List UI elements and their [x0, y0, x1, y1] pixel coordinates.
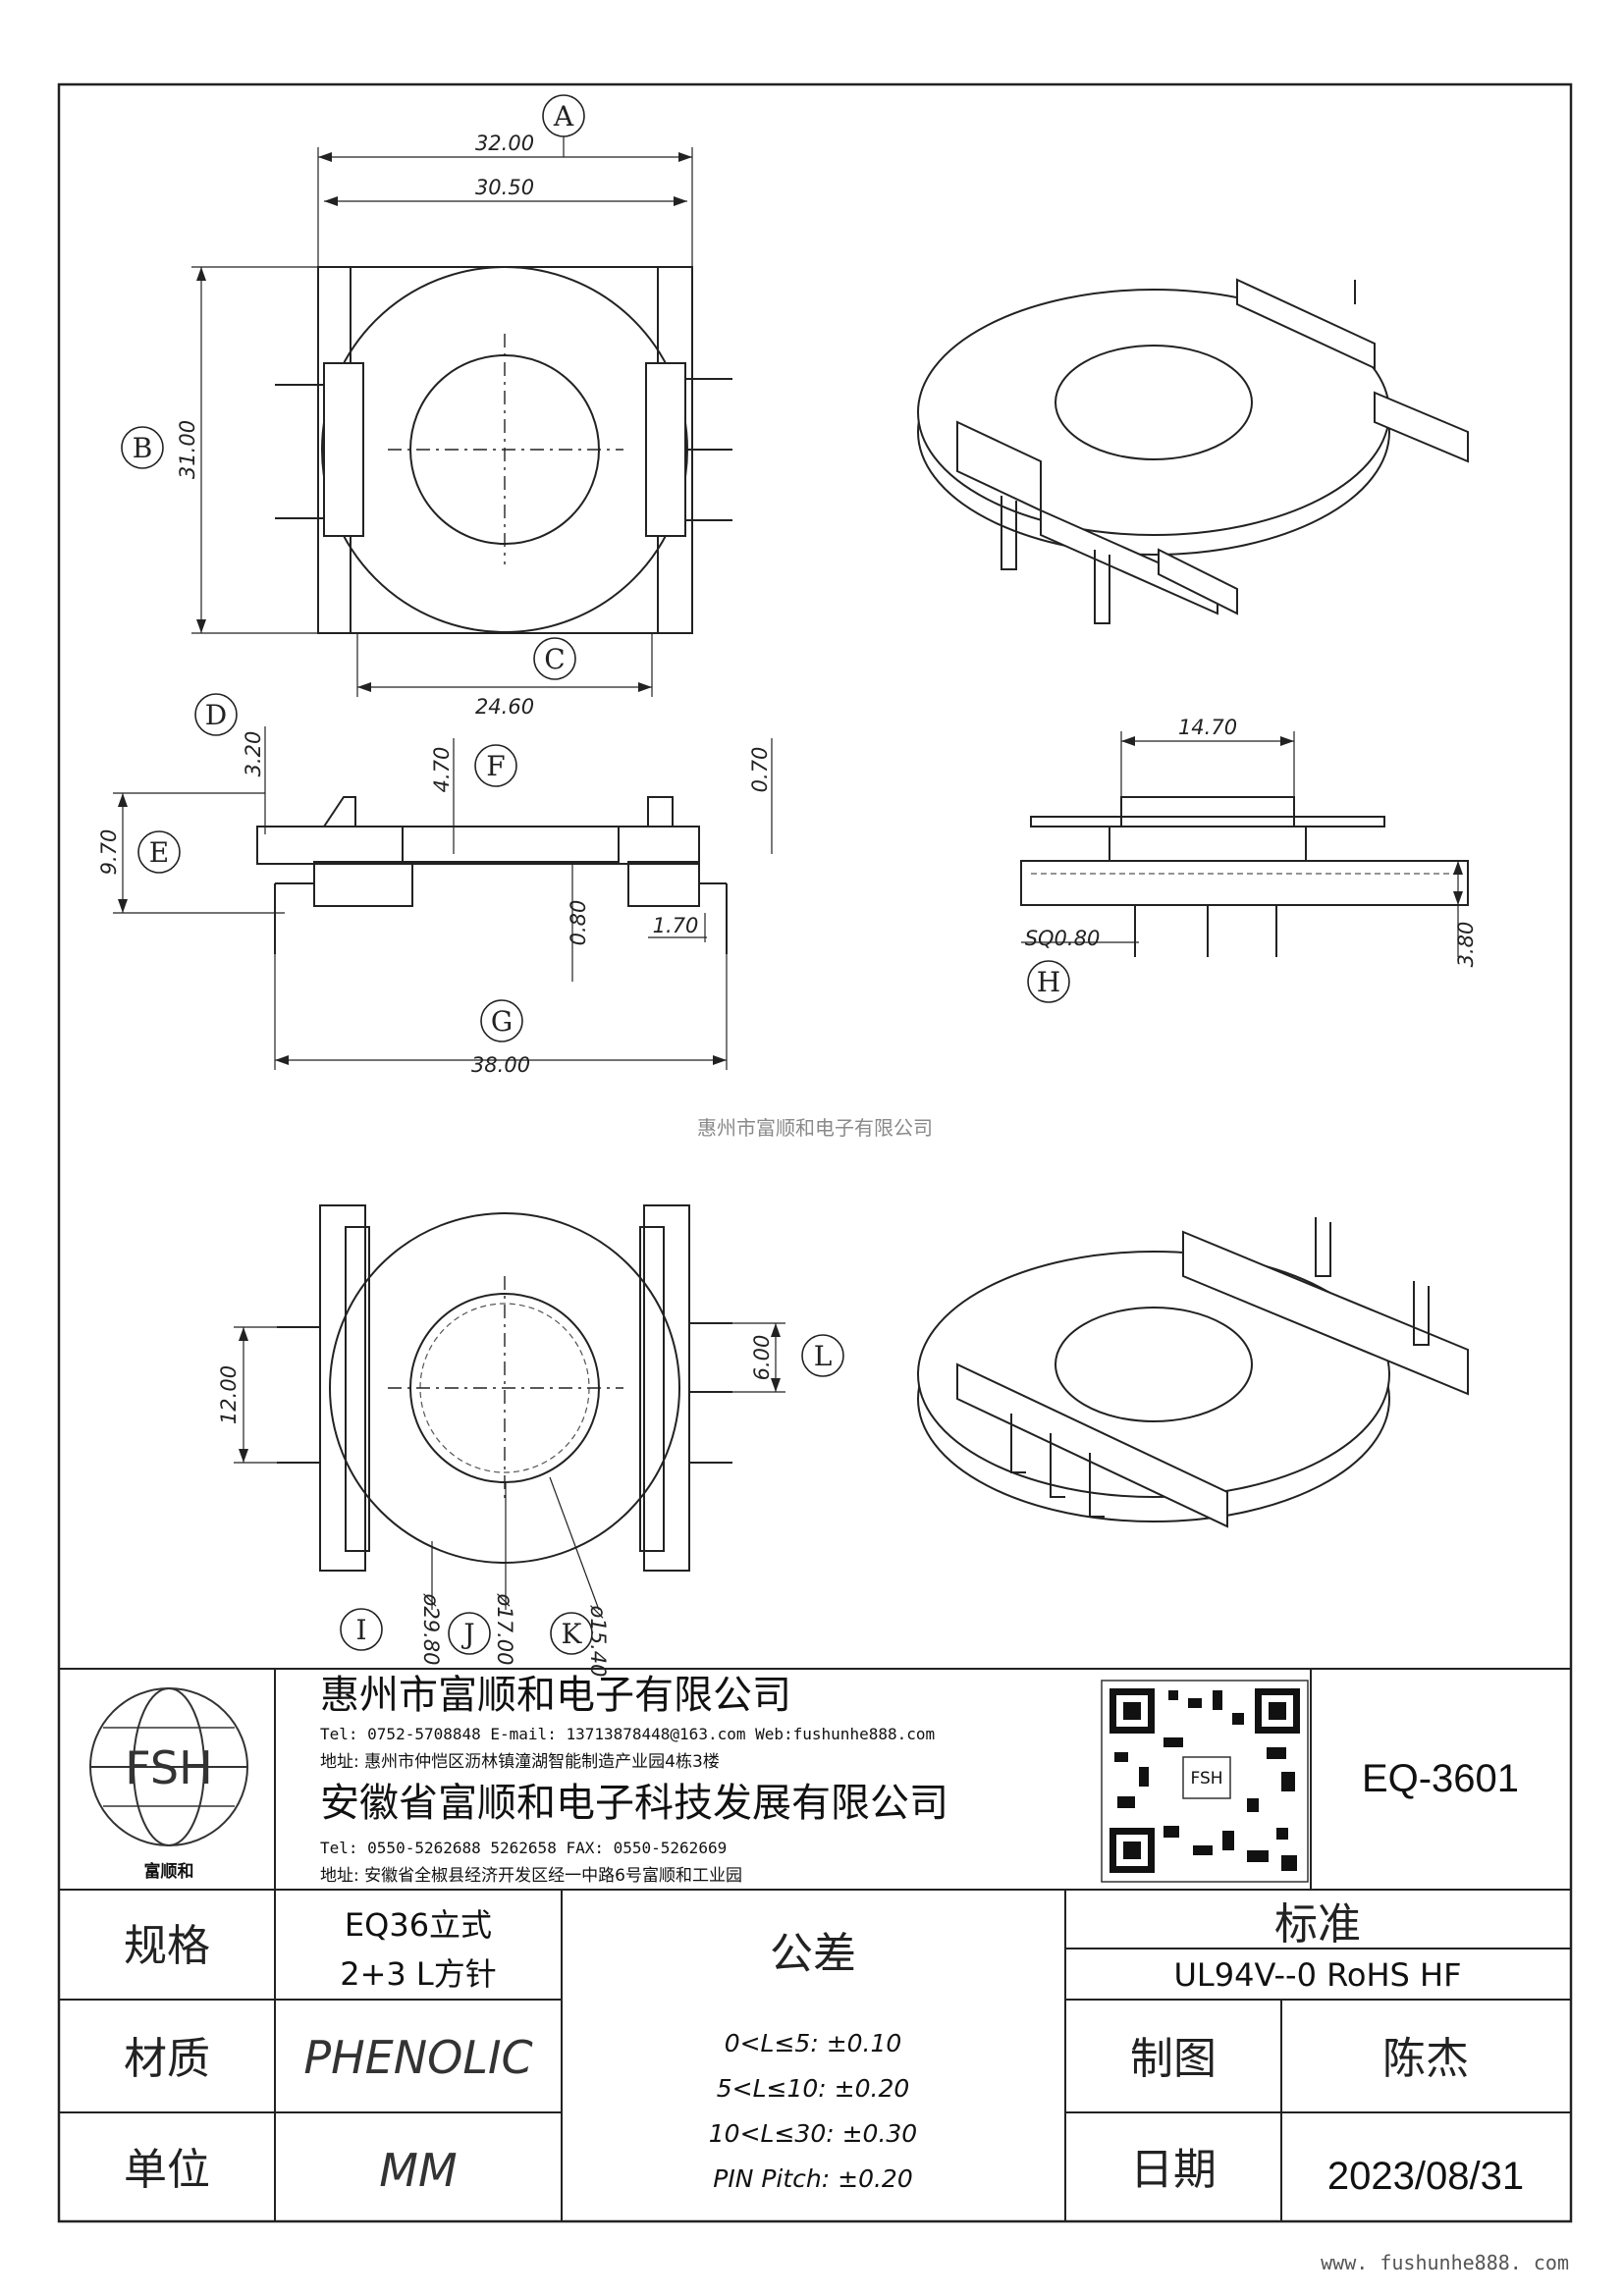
tolerance-line-4: PIN Pitch: ±0.20 [713, 2164, 913, 2193]
company1-address: 地址: 惠州市仲恺区沥林镇潼湖智能制造产业园4栋3楼 [320, 1752, 720, 1772]
part-code: EQ-3601 [1362, 1757, 1519, 1800]
company1-contact: Tel: 0752-5708848 E-mail: 13713878448@16… [320, 1725, 935, 1743]
callout-b: B [133, 432, 153, 464]
unit-value: MM [379, 2144, 457, 2197]
tolerance-line-2: 5<L≤10: ±0.20 [717, 2074, 910, 2103]
iso-view-bottom [917, 1217, 1469, 1528]
dim-g-width: 38.00 [471, 1053, 530, 1077]
top-view: 32.00 30.50 A 31.00 B [121, 94, 732, 719]
spec-table: 规格 EQ36立式 2+3 L方针 公差 标准 UL94V--0 RoHS HF… [59, 1890, 1571, 2221]
front-view: D 3.20 4.70 F 0.70 9.70 E 0.80 [97, 693, 773, 1077]
spec-value-line1: EQ36立式 [345, 1906, 492, 1944]
dim-pin-length: 3.80 [1454, 922, 1478, 968]
callout-h: H [1037, 966, 1060, 998]
date-label: 日期 [1130, 2145, 1217, 2195]
material-value: PHENOLIC [303, 2031, 532, 2084]
tolerance-line-1: 0<L≤5: ±0.10 [725, 2029, 902, 2057]
callout-l: L [814, 1340, 833, 1372]
dim-e-height: 9.70 [97, 829, 121, 876]
callout-g: G [491, 1005, 513, 1038]
dim-d-thickness: 3.20 [242, 731, 265, 777]
footer-url: www. fushunhe888. com [1321, 2251, 1569, 2274]
dim-dia-i: ø29.80 [419, 1593, 443, 1666]
dim-dia-j: ø17.00 [493, 1593, 516, 1666]
qr-code: FSH [1101, 1680, 1309, 1883]
callout-j: J [460, 1618, 474, 1650]
svg-text:FSH: FSH [125, 1741, 212, 1794]
tolerance-line-3: 10<L≤30: ±0.30 [709, 2119, 917, 2148]
spec-label: 规格 [124, 1921, 210, 1971]
callout-k: K [562, 1618, 583, 1650]
standard-label: 标准 [1274, 1899, 1361, 1949]
standard-value: UL94V--0 RoHS HF [1174, 1956, 1462, 1994]
drawn-value: 陈杰 [1382, 2034, 1469, 2084]
dim-c-width: 24.60 [475, 695, 534, 719]
dim-f-height: 4.70 [430, 747, 454, 793]
company2-contact: Tel: 0550-5262688 5262658 FAX: 0550-5262… [320, 1839, 727, 1857]
dim-slot: 0.80 [567, 900, 590, 946]
drawing-border [57, 82, 1573, 2223]
title-block: FSH 富顺和 惠州市富顺和电子有限公司 Tel: 0752-5708848 E… [59, 1668, 1571, 1891]
dim-b-height: 31.00 [176, 420, 199, 479]
tolerance-label: 公差 [770, 1929, 856, 1979]
dim-pin-pitch: 6.00 [750, 1335, 774, 1381]
dim-pin-square: SQ0.80 [1025, 927, 1101, 950]
company2-name: 安徽省富顺和电子科技发展有限公司 [320, 1781, 948, 1826]
fsh-logo: FSH [89, 1687, 248, 1846]
dim-a-inner: 30.50 [475, 176, 534, 199]
dim-pin-span: 12.00 [217, 1365, 241, 1424]
callout-c: C [544, 643, 565, 675]
unit-label: 单位 [124, 2145, 210, 2195]
dim-top-flange: 0.70 [748, 747, 772, 793]
logo-caption: 富顺和 [144, 1861, 194, 1882]
spec-value-line2: 2+3 L方针 [340, 1955, 497, 1993]
watermark-text: 惠州市富顺和电子有限公司 [697, 1116, 933, 1140]
callout-a: A [553, 100, 574, 133]
svg-text:FSH: FSH [1190, 1769, 1222, 1789]
material-label: 材质 [124, 2034, 210, 2084]
dim-a-outer: 32.00 [475, 132, 534, 155]
bottom-view: 12.00 6.00 L ø29.80 ø17.00 ø15.40 I J K [217, 1204, 844, 1677]
callout-i: I [355, 1614, 366, 1646]
callout-e: E [149, 836, 169, 869]
iso-view-top [917, 278, 1469, 624]
company2-address: 地址: 安徽省全椒县经济开发区经一中路6号富顺和工业园 [320, 1866, 742, 1886]
dim-pin-offset: 1.70 [653, 914, 699, 937]
callout-d: D [205, 699, 227, 731]
dim-side-width: 14.70 [1178, 716, 1237, 739]
callout-f: F [486, 750, 505, 782]
date-value: 2023/08/31 [1327, 2155, 1524, 2198]
drawn-label: 制图 [1130, 2034, 1217, 2084]
company1-name: 惠州市富顺和电子有限公司 [320, 1673, 791, 1718]
side-view: 14.70 SQ0.80 H 3.80 [1020, 716, 1478, 1003]
